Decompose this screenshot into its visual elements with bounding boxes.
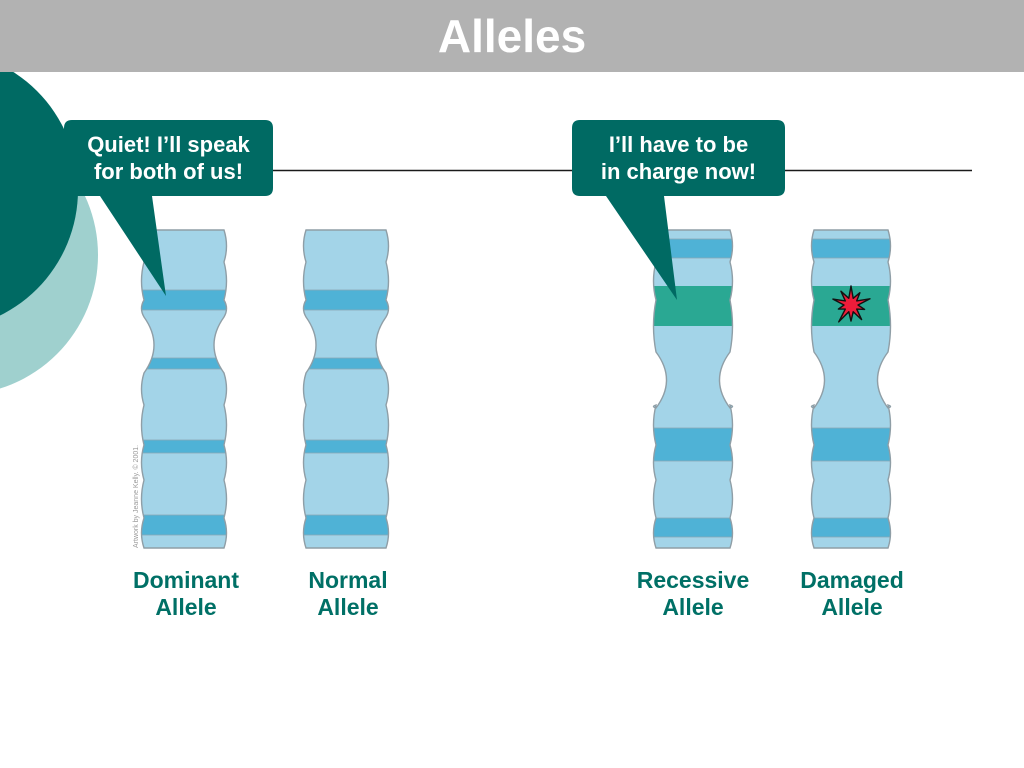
chromosome-band: [811, 427, 891, 462]
chromosome-band: [303, 357, 389, 370]
page-title: Alleles: [437, 10, 587, 62]
label-dominant-allele: Dominant Allele: [110, 567, 262, 621]
chromosome-band: [141, 439, 227, 454]
chromosome-outline: [302, 229, 390, 549]
allele-diagram: [0, 72, 972, 549]
label-dominant-line2: Allele: [155, 594, 217, 620]
label-recessive-line1: Recessive: [636, 567, 750, 593]
speech-bubble-recessive-shape: [572, 120, 785, 300]
chromosome-outline: [652, 229, 734, 549]
chromosome-band: [653, 427, 733, 462]
decorative-circle-dark: [0, 72, 78, 316]
label-dominant-line1: Dominant: [132, 567, 240, 593]
artwork-credit: Artwork by Jeanne Kelly. © 2001.: [133, 444, 140, 548]
label-normal-allele: Normal Allele: [272, 567, 424, 621]
chromosome-normal: [302, 229, 390, 549]
chromosome-band: [303, 514, 389, 536]
chromosome-body: [303, 230, 389, 548]
label-recessive-allele: Recessive Allele: [612, 567, 774, 621]
label-normal-line2: Allele: [317, 594, 379, 620]
chromosome-outline: [810, 229, 892, 549]
chromosome-band: [303, 439, 389, 454]
speech-bubble-recessive-line2: in charge now!: [600, 159, 757, 184]
speech-bubble-recessive: I’ll have to be in charge now!: [572, 131, 785, 185]
label-damaged-line2: Allele: [821, 594, 883, 620]
speech-bubble-dominant-line2: for both of us!: [93, 159, 244, 184]
chromosome-band: [811, 238, 891, 259]
damage-burst-icon: [832, 285, 871, 323]
chromosome-outline: [140, 229, 228, 549]
chromosome-band: [811, 517, 891, 538]
speech-bubble-dominant: Quiet! I’ll speak for both of us!: [64, 131, 273, 185]
title-bar: Alleles: [0, 0, 1024, 72]
label-normal-line1: Normal: [308, 567, 388, 593]
chromosome-recessive: [652, 229, 734, 549]
speech-bubble-dominant-shape: [64, 120, 273, 296]
chromosome-band: [141, 514, 227, 536]
label-damaged-line1: Damaged: [800, 567, 904, 593]
speech-bubble-recessive-line1: I’ll have to be: [608, 132, 749, 157]
chromosome-band: [653, 238, 733, 259]
chromosome-damaged: [810, 229, 892, 549]
speech-bubble-dominant-line1: Quiet! I’ll speak: [87, 132, 250, 157]
gene-band: [653, 286, 733, 326]
chromosome-dominant: [140, 229, 228, 549]
chromosome-band: [141, 289, 227, 311]
chromosome-band: [303, 289, 389, 311]
chromosome-band: [141, 357, 227, 370]
chromosome-band: [653, 517, 733, 538]
label-damaged-allele: Damaged Allele: [776, 567, 928, 621]
label-recessive-line2: Allele: [662, 594, 724, 620]
